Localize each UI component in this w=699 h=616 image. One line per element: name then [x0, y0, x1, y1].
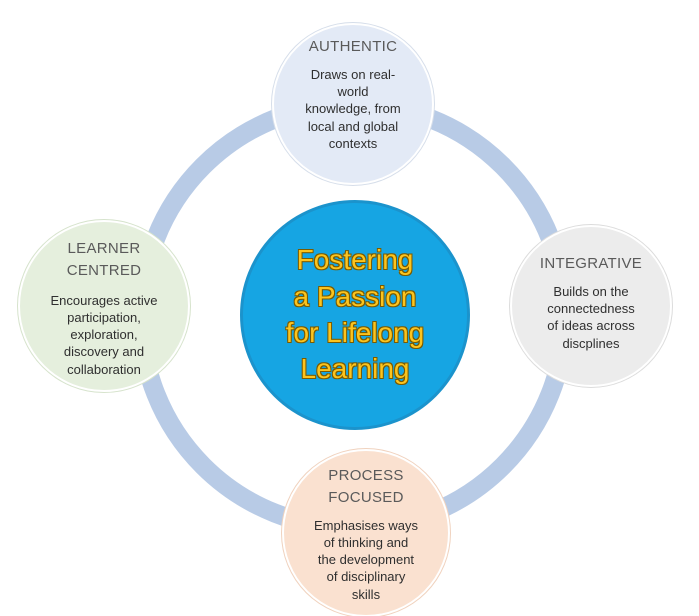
integrative-description: Builds on the connectedness of ideas acr… [547, 283, 635, 351]
process-focused-circle: PROCESS FOCUSED Emphasises ways of think… [282, 449, 450, 616]
integrative-circle: INTEGRATIVE Builds on the connectedness … [510, 225, 672, 387]
center-circle: Fostering a Passion for Lifelong Learnin… [240, 200, 470, 430]
learner-centred-circle: LEARNER CENTRED Encourages active partic… [18, 220, 190, 392]
authentic-title: AUTHENTIC [308, 38, 398, 55]
learner-centred-title: LEARNER CENTRED [66, 240, 142, 279]
integrative-title: INTEGRATIVE [539, 255, 643, 272]
process-focused-title: PROCESS FOCUSED [328, 467, 404, 506]
learner-centred-description: Encourages active participation, explora… [50, 292, 158, 377]
authentic-circle: AUTHENTIC Draws on real- world knowledge… [272, 23, 434, 185]
process-focused-description: Emphasises ways of thinking and the deve… [313, 517, 419, 602]
authentic-description: Draws on real- world knowledge, from loc… [305, 66, 401, 151]
center-title: Fostering a Passion for Lifelong Learnin… [285, 244, 425, 385]
